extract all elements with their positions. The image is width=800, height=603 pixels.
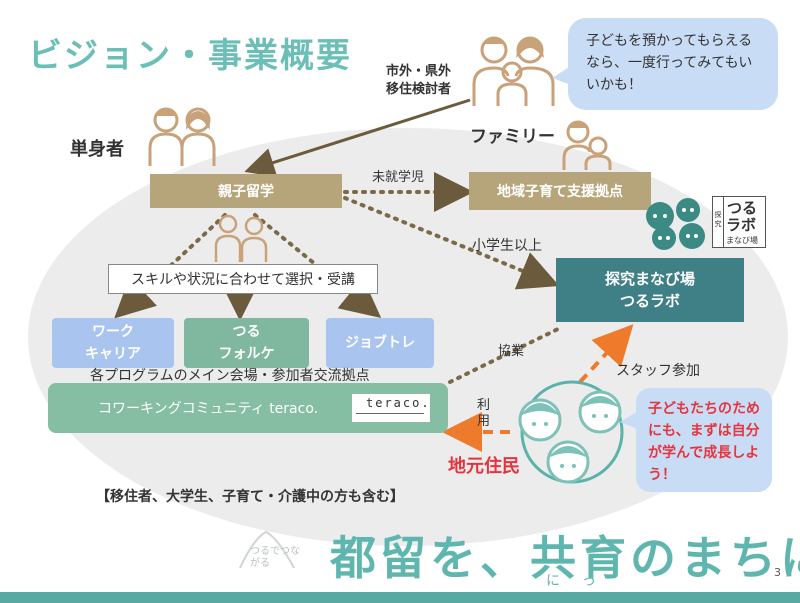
- page-title: ビジョン・事業概要: [28, 36, 352, 76]
- locals-label: 地元住民: [448, 456, 520, 477]
- program-work-career[interactable]: ワーク キャリア: [52, 318, 174, 368]
- program-job-label: ジョブトレ: [345, 335, 415, 351]
- inquiry-place-box[interactable]: 探究まなび場 つるラボ: [556, 258, 744, 322]
- footer-bar: [0, 592, 800, 603]
- prospect-family-icon: [472, 36, 555, 106]
- arrow-staff: [578, 324, 634, 384]
- teraco-logo-text: teraco.: [366, 396, 431, 410]
- answer-speech-bubble: 子どもたちのためにも、まずは自分が学んで成長しよう！: [636, 388, 772, 492]
- arrow-collab: [448, 326, 562, 384]
- stamp-text: つるでつながる: [250, 546, 300, 569]
- skill-select-box: スキルや状況に合わせて選択・受講: [108, 264, 378, 294]
- question-bubble-tail: [552, 64, 574, 86]
- program-job-training[interactable]: ジョブトレ: [326, 318, 434, 368]
- participants-icon: [214, 214, 268, 262]
- slogan: 都留を、共育のまちに: [330, 531, 800, 585]
- grandparent-child-icon: [562, 120, 612, 170]
- tsuru-lab-logo-side: 探究: [713, 197, 724, 247]
- page-number: 3: [774, 566, 781, 579]
- inquiry-place-line1: 探究まなび場: [604, 270, 695, 288]
- program-tsuru-folke[interactable]: つる フォルケ: [184, 318, 309, 368]
- parent-child-study-box[interactable]: 親子留学: [150, 174, 342, 208]
- parent-child-study-label: 親子留学: [218, 184, 274, 200]
- collab-label: 協業: [498, 344, 525, 359]
- arrow-study-to-inquiry: [343, 196, 560, 290]
- teraco-logo: teraco.: [352, 394, 430, 422]
- tsuru-lab-logo: 探究 つる ラボ まなび場: [712, 196, 766, 248]
- arrow-to-job: [253, 213, 382, 319]
- tsuru-lab-logo-sub: まなび場: [726, 236, 758, 245]
- family-label: ファミリー: [470, 127, 555, 147]
- skill-select-label: スキルや状況に合わせて選択・受講: [131, 272, 355, 288]
- use-label: 利用: [477, 398, 491, 429]
- arrow-prospects-to-study: [244, 98, 471, 178]
- tsuru-lab-logo-line2: ラボ: [726, 216, 757, 234]
- single-persons-icon: [148, 107, 216, 166]
- question-speech-bubble: 子どもを預かってもらえるなら、一度行ってみてもいいかも！: [568, 18, 778, 110]
- local-residents-icon: [518, 380, 624, 484]
- staff-label: スタッフ参加: [616, 363, 700, 379]
- local-childcare-hub-label: 地域子育て支援拠点: [497, 184, 623, 200]
- tsuru-stamp-mountain-icon: [239, 530, 295, 569]
- local-childcare-hub-box[interactable]: 地域子育て支援拠点: [469, 172, 651, 210]
- coworking-label: コワーキングコミュニティ teraco.: [98, 401, 319, 417]
- prospects-label-line1: 市外・県外: [386, 64, 452, 79]
- question-bubble-text: 子どもを預かってもらえるなら、一度行ってみてもいいかも！: [586, 33, 753, 93]
- program-folke-line1: つる: [232, 324, 261, 340]
- single-label: 単身者: [70, 139, 124, 160]
- target-note: 【移住者、大学生、子育て・介護中の方も含む】: [96, 489, 404, 505]
- slogan-ruby: にっ: [546, 573, 618, 589]
- tsuru-lab-faces-icon: [646, 198, 705, 250]
- program-folke-line2: フォルケ: [218, 346, 275, 362]
- program-work-line2: キャリア: [85, 346, 141, 362]
- main-venue-label: 各プログラムのメイン会場・参加者交流拠点: [90, 368, 370, 384]
- prospects-label-line2: 移住検討者: [386, 82, 452, 97]
- tsuru-lab-logo-line1: つる: [727, 199, 758, 217]
- program-work-line1: ワーク: [92, 324, 134, 340]
- answer-bubble-tail: [620, 410, 640, 430]
- answer-bubble-text: 子どもたちのためにも、まずは自分が学んで成長しよう！: [648, 401, 760, 483]
- inquiry-place-line2: つるラボ: [619, 292, 680, 310]
- preschool-label: 未就学児: [372, 170, 425, 185]
- elementary-label: 小学生以上: [472, 238, 542, 254]
